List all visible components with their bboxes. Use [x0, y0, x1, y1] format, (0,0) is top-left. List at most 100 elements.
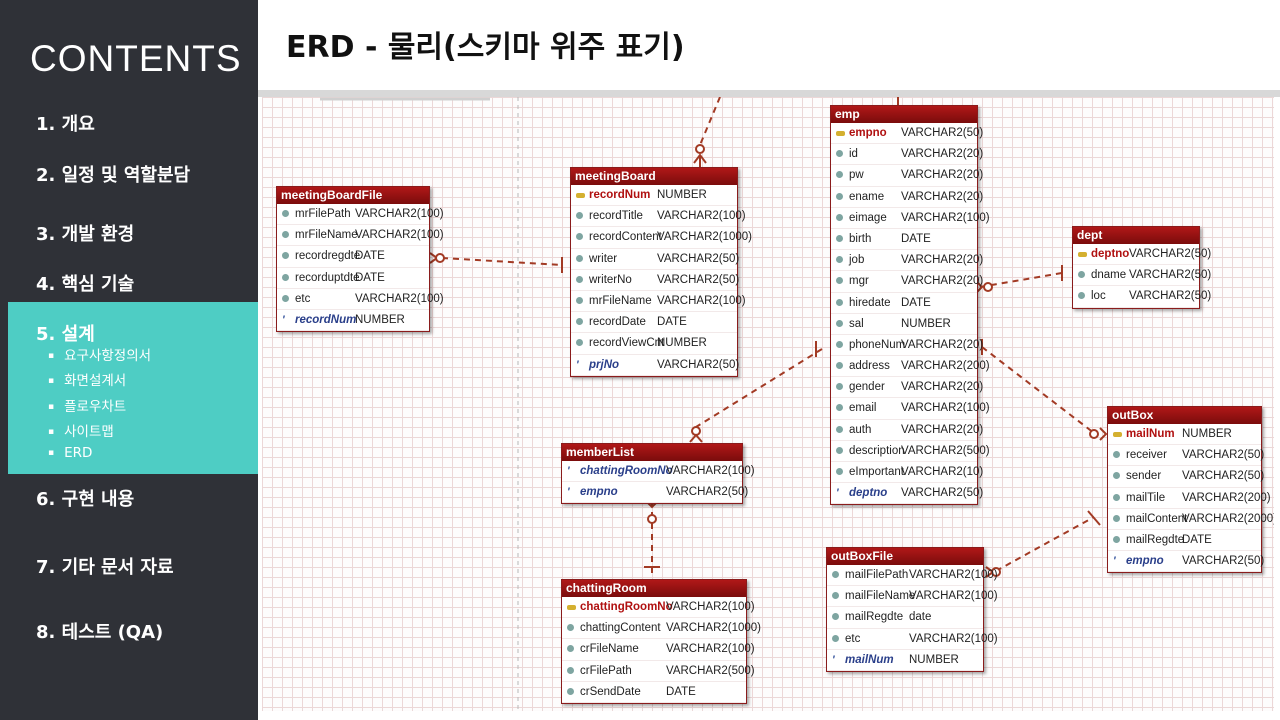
- nav-item-design-active[interactable]: 5. 설계 요구사항정의서 화면설계서 플로우차트 사이트맵 ERD: [8, 302, 258, 474]
- subitem-sitemap[interactable]: 사이트맵: [48, 420, 151, 445]
- foreign-key-icon: ′: [567, 465, 570, 477]
- column-icon: [567, 624, 574, 632]
- rel-optional-circle: [695, 144, 705, 154]
- column-name: mailFileName: [845, 590, 916, 603]
- column-name: empno: [1126, 555, 1164, 568]
- subitem-flowchart[interactable]: 플로우차트: [48, 395, 151, 420]
- column-type: VARCHAR2(50): [1129, 290, 1212, 303]
- column-type: NUMBER: [657, 337, 707, 350]
- rel-one-bar: [1087, 510, 1101, 526]
- nav-item-other-docs[interactable]: 7. 기타 문서 자료: [36, 557, 174, 578]
- nav-item-overview[interactable]: 1. 개요: [36, 114, 95, 135]
- column-type: VARCHAR2(100): [909, 632, 998, 645]
- contents-title: CONTENTS: [30, 38, 242, 79]
- nav-item-dev-env[interactable]: 3. 개발 환경: [36, 224, 135, 245]
- rel-crowfoot: [1099, 427, 1108, 441]
- nav-item-implementation[interactable]: 6. 구현 내용: [36, 489, 135, 510]
- table-header: meetingBoard: [571, 168, 737, 185]
- column-name: mailContent: [1126, 512, 1188, 525]
- column-name: writer: [589, 252, 618, 265]
- column-icon: [836, 404, 843, 412]
- primary-key-icon: [576, 193, 585, 198]
- nav-item-schedule[interactable]: 2. 일정 및 역할분담: [36, 165, 191, 186]
- subitem-erd[interactable]: ERD: [48, 445, 151, 470]
- nav-item-core-tech[interactable]: 4. 핵심 기술: [36, 274, 135, 295]
- column-type: VARCHAR2(50): [657, 273, 740, 286]
- column-name: chattingRoomNo: [580, 601, 673, 613]
- column-name: crSendDate: [580, 685, 641, 698]
- column-type: VARCHAR2(100): [657, 210, 746, 223]
- subitem-requirements[interactable]: 요구사항정의서: [48, 344, 151, 369]
- subitem-screen-design[interactable]: 화면설계서: [48, 369, 151, 394]
- column-type: VARCHAR2(100): [666, 601, 755, 613]
- column-name: receiver: [1126, 449, 1167, 462]
- nav-item-test-qa[interactable]: 8. 테스트 (QA): [36, 622, 164, 643]
- column-icon: [1113, 472, 1120, 480]
